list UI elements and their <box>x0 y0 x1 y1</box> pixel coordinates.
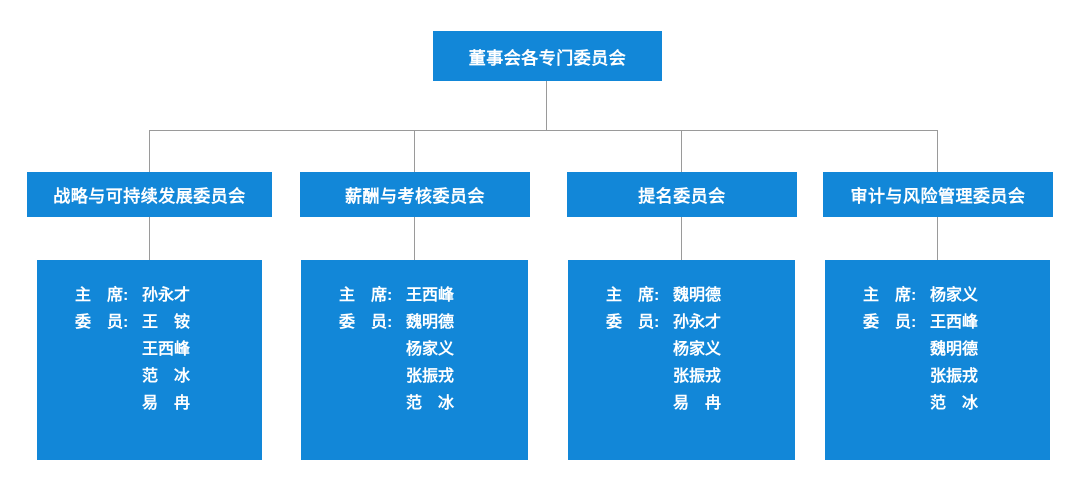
member-name: 范冰 <box>142 368 190 385</box>
member-name: 杨家义 <box>673 341 722 358</box>
member-name: 范冰 <box>930 395 978 412</box>
member-row: 范冰 <box>863 390 1042 417</box>
chair-name: 王西峰 <box>406 287 455 304</box>
member-row: 范冰 <box>339 390 520 417</box>
member-row: 范冰 <box>75 363 254 390</box>
member-name: 王铵 <box>142 314 190 331</box>
connector-drop-2 <box>414 130 415 172</box>
chair-name: 杨家义 <box>930 287 979 304</box>
member-name: 易冉 <box>673 395 721 412</box>
member-name: 张振戎 <box>406 368 455 385</box>
member-label: 委 员: <box>863 314 917 331</box>
member-label: 委 员: <box>339 314 393 331</box>
member-name: 张振戎 <box>673 368 722 385</box>
member-label-spacer <box>75 336 132 363</box>
connector-mid-3 <box>681 217 682 260</box>
committee-title: 审计与风险管理委员会 <box>850 187 1026 206</box>
connector-mid-2 <box>414 217 415 260</box>
member-name: 孙永才 <box>673 314 722 331</box>
committee-members-remuneration: 主 席: 王西峰 委 员: 魏明德 杨家义 张振戎 范冰 <box>301 260 528 460</box>
chair-name: 魏明德 <box>673 287 722 304</box>
chair-row: 主 席: 杨家义 <box>863 282 1042 309</box>
chair-row: 主 席: 魏明德 <box>606 282 787 309</box>
member-name: 王西峰 <box>142 341 191 358</box>
chair-label: 主 席: <box>863 287 917 304</box>
member-name: 张振戎 <box>930 368 979 385</box>
chair-label: 主 席: <box>606 287 660 304</box>
committee-title: 提名委员会 <box>638 187 726 206</box>
member-label-spacer <box>339 390 396 417</box>
member-label-spacer <box>863 336 920 363</box>
member-label-spacer <box>606 390 663 417</box>
member-name: 杨家义 <box>406 341 455 358</box>
root-committee-box: 董事会各专门委员会 <box>433 31 662 81</box>
committee-header-remuneration: 薪酬与考核委员会 <box>300 172 530 217</box>
committee-title: 战略与可持续发展委员会 <box>53 187 246 206</box>
member-row: 魏明德 <box>863 336 1042 363</box>
member-label-spacer <box>606 336 663 363</box>
member-label-spacer <box>863 363 920 390</box>
member-row: 易冉 <box>606 390 787 417</box>
member-label-spacer <box>75 390 132 417</box>
member-name: 易冉 <box>142 395 190 412</box>
member-row: 王西峰 <box>75 336 254 363</box>
root-committee-title: 董事会各专门委员会 <box>468 48 627 68</box>
member-label: 委 员: <box>75 314 129 331</box>
committee-title: 薪酬与考核委员会 <box>345 187 485 206</box>
committee-header-strategy: 战略与可持续发展委员会 <box>27 172 272 217</box>
committee-header-audit: 审计与风险管理委员会 <box>823 172 1053 217</box>
member-row: 委 员: 孙永才 <box>606 309 787 336</box>
connector-drop-1 <box>149 130 150 172</box>
member-row: 张振戎 <box>863 363 1042 390</box>
connector-mid-1 <box>149 217 150 260</box>
member-row: 张振戎 <box>606 363 787 390</box>
connector-drop-3 <box>681 130 682 172</box>
committee-members-nomination: 主 席: 魏明德 委 员: 孙永才 杨家义 张振戎 易冉 <box>568 260 795 460</box>
chair-name: 孙永才 <box>142 287 191 304</box>
committee-header-nomination: 提名委员会 <box>567 172 797 217</box>
member-name: 魏明德 <box>406 314 455 331</box>
chair-label: 主 席: <box>339 287 393 304</box>
member-row: 易冉 <box>75 390 254 417</box>
committee-members-strategy: 主 席: 孙永才 委 员: 王铵 王西峰 范冰 易冉 <box>37 260 262 460</box>
member-row: 张振戎 <box>339 363 520 390</box>
member-row: 委 员: 魏明德 <box>339 309 520 336</box>
member-row: 委 员: 王铵 <box>75 309 254 336</box>
chair-row: 主 席: 王西峰 <box>339 282 520 309</box>
member-label-spacer <box>339 363 396 390</box>
member-name: 范冰 <box>406 395 454 412</box>
member-label-spacer <box>75 363 132 390</box>
member-name: 魏明德 <box>930 341 979 358</box>
member-row: 委 员: 王西峰 <box>863 309 1042 336</box>
member-label: 委 员: <box>606 314 660 331</box>
connector-drop-4 <box>937 130 938 172</box>
member-label-spacer <box>606 363 663 390</box>
member-label-spacer <box>339 336 396 363</box>
chair-row: 主 席: 孙永才 <box>75 282 254 309</box>
connector-horizontal <box>149 130 938 131</box>
chair-label: 主 席: <box>75 287 129 304</box>
member-name: 王西峰 <box>930 314 979 331</box>
member-row: 杨家义 <box>339 336 520 363</box>
connector-root-vertical <box>546 81 547 130</box>
member-row: 杨家义 <box>606 336 787 363</box>
member-label-spacer <box>863 390 920 417</box>
connector-mid-4 <box>937 217 938 260</box>
committee-members-audit: 主 席: 杨家义 委 员: 王西峰 魏明德 张振戎 范冰 <box>825 260 1050 460</box>
